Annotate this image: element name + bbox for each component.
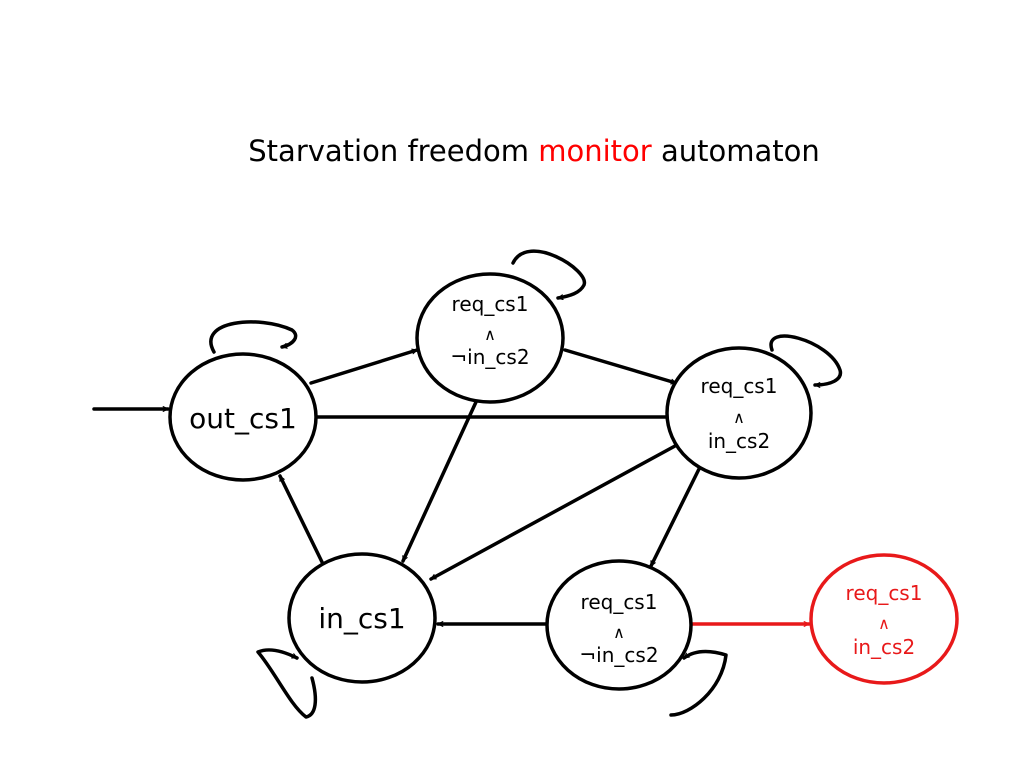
state-req-in-line1: req_cs1 [701, 374, 778, 398]
self-loop-req-notin-top [511, 249, 586, 301]
edge-req-notin-top-to-in-cs1 [401, 400, 478, 563]
state-req-notin-bottom-and: ∧ [613, 623, 625, 642]
state-out-cs1: out_cs1 [168, 352, 318, 482]
self-loop-in-cs1 [256, 648, 318, 719]
edge-out-to-req-notin-top [309, 348, 419, 385]
state-req-notin-bottom-line3: ¬in_cs2 [579, 643, 658, 667]
title-part3: automaton [660, 134, 820, 168]
state-req-notin-top-and: ∧ [484, 325, 496, 344]
state-in-cs1: in_cs1 [287, 552, 437, 684]
edge-in-cs1-to-out [278, 474, 324, 564]
state-req-in-and: ∧ [733, 408, 745, 427]
self-loop-req-in [769, 334, 843, 388]
slide-title: Starvation freedom monitor automaton [0, 134, 1024, 168]
state-req-in-line3: in_cs2 [708, 429, 770, 453]
state-req-in: req_cs1 ∧ in_cs2 [665, 346, 813, 480]
edge-req-notin-top-to-req-in [563, 348, 678, 385]
state-req-in-bad-and: ∧ [878, 614, 890, 633]
state-req-in-bad: req_cs1 ∧ in_cs2 [809, 553, 959, 685]
state-in-cs1-label: in_cs1 [318, 602, 405, 635]
state-out-cs1-label: out_cs1 [189, 402, 297, 435]
state-req-notin-top-line3: ¬in_cs2 [450, 345, 529, 369]
state-req-notin-bottom: req_cs1 ∧ ¬in_cs2 [545, 559, 693, 691]
edge-req-in-to-req-notin-bottom [649, 467, 701, 568]
state-req-notin-top-line1: req_cs1 [452, 292, 529, 316]
self-loop-req-notin-bottom [669, 649, 728, 717]
state-req-in-bad-line1: req_cs1 [846, 581, 923, 605]
state-req-in-bad-line3: in_cs2 [853, 635, 915, 659]
state-req-notin-bottom-line1: req_cs1 [581, 590, 658, 614]
title-highlight: monitor [538, 134, 652, 168]
state-req-notin-top: req_cs1 ∧ ¬in_cs2 [415, 272, 565, 404]
self-loop-out-cs1 [209, 320, 298, 354]
title-part1: Starvation freedom [248, 134, 530, 168]
edge-req-in-to-in-cs1 [429, 444, 677, 581]
